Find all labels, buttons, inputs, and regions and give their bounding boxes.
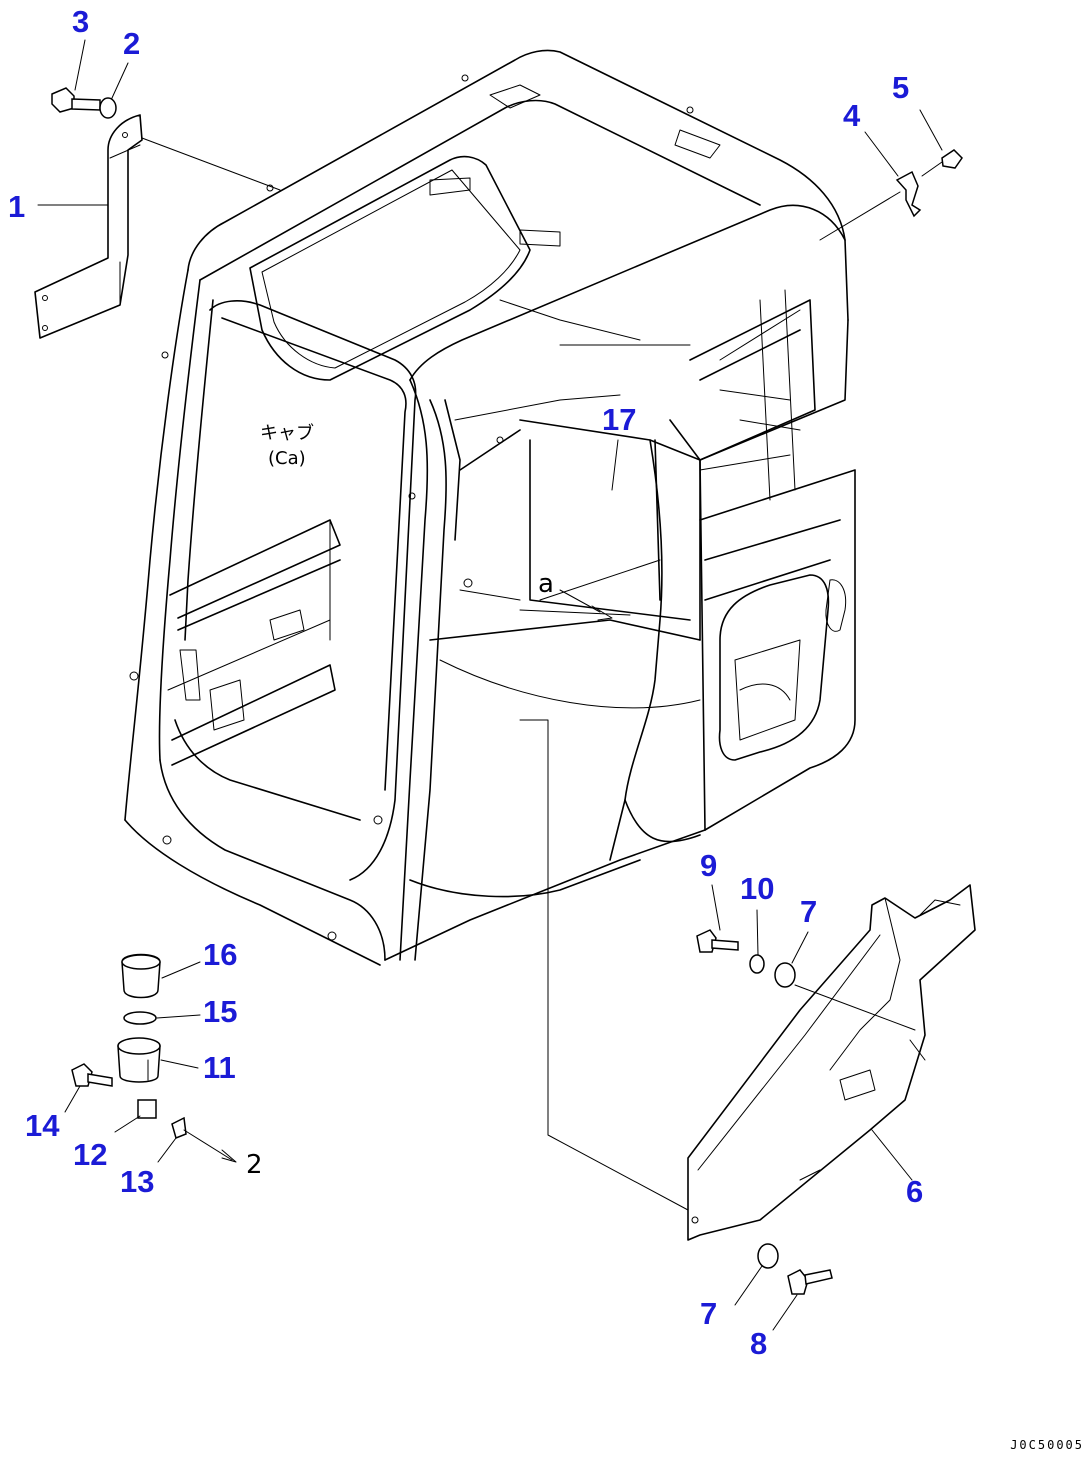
reference-letter-b: 2 bbox=[246, 1150, 263, 1180]
callout-4: 4 bbox=[843, 98, 861, 133]
callout-14: 14 bbox=[25, 1108, 60, 1143]
part-14-bolt bbox=[71, 1063, 113, 1087]
callout-3: 3 bbox=[72, 4, 90, 39]
part-7-washer-upper bbox=[774, 962, 796, 988]
callout-1: 1 bbox=[8, 189, 26, 224]
callout-13: 13 bbox=[120, 1164, 155, 1199]
cab-body bbox=[124, 49, 856, 966]
part-7-washer-lower bbox=[757, 1243, 779, 1269]
part-12-bracket bbox=[137, 1099, 157, 1119]
callout-16: 16 bbox=[203, 937, 238, 972]
cab-label-code: (Ca) bbox=[268, 448, 306, 469]
callout-8: 8 bbox=[750, 1326, 768, 1361]
callout-12: 12 bbox=[73, 1137, 108, 1172]
callout-9: 9 bbox=[700, 848, 718, 883]
callout-10: 10 bbox=[740, 871, 775, 906]
part-3-bolt bbox=[51, 87, 101, 113]
callout-2: 2 bbox=[123, 26, 141, 61]
part-5-screw bbox=[921, 149, 963, 177]
callout-11: 11 bbox=[203, 1050, 236, 1085]
part-8-bolt bbox=[787, 1269, 833, 1295]
part-15-ring bbox=[123, 1011, 157, 1025]
callout-15: 15 bbox=[203, 994, 238, 1029]
part-1-bracket-plate bbox=[34, 114, 143, 339]
part-4-clip bbox=[895, 170, 922, 218]
callout-7-lower: 7 bbox=[700, 1296, 718, 1331]
cab-label-japanese: キャブ bbox=[260, 423, 314, 444]
reference-letter-a: a bbox=[538, 569, 554, 599]
callout-5: 5 bbox=[892, 70, 910, 105]
part-9-bolt bbox=[696, 929, 739, 953]
part-10-washer bbox=[749, 954, 765, 974]
callout-7-upper: 7 bbox=[800, 894, 818, 929]
callout-6: 6 bbox=[906, 1174, 924, 1209]
leader-lines bbox=[37, 39, 943, 1331]
drawing-code: J0C50005 bbox=[1010, 1438, 1084, 1452]
part-2-washer bbox=[99, 97, 117, 119]
part-16-cap bbox=[121, 953, 161, 999]
part-11-holder bbox=[117, 1037, 161, 1083]
part-6-side-cover bbox=[687, 884, 976, 1241]
callout-17: 17 bbox=[602, 402, 637, 437]
part-13-tie bbox=[171, 1116, 237, 1163]
